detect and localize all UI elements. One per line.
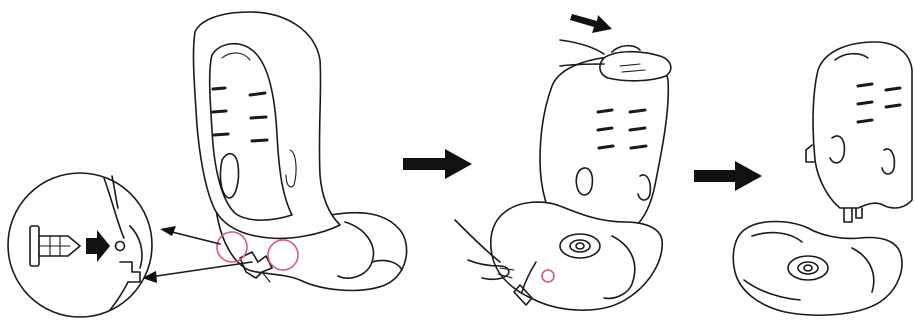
step-3-parts [733, 42, 912, 315]
step-2-seat [455, 14, 671, 310]
pull-arrow-icon [570, 14, 612, 33]
step-arrow-icon [694, 161, 762, 191]
hood-shell [193, 12, 340, 238]
step-arrow-icon [403, 149, 472, 179]
step-3-backrest [813, 42, 912, 208]
pin-detail-magnifier [8, 173, 152, 317]
step-1-seat [193, 12, 406, 290]
step-2-headrest [600, 52, 671, 81]
